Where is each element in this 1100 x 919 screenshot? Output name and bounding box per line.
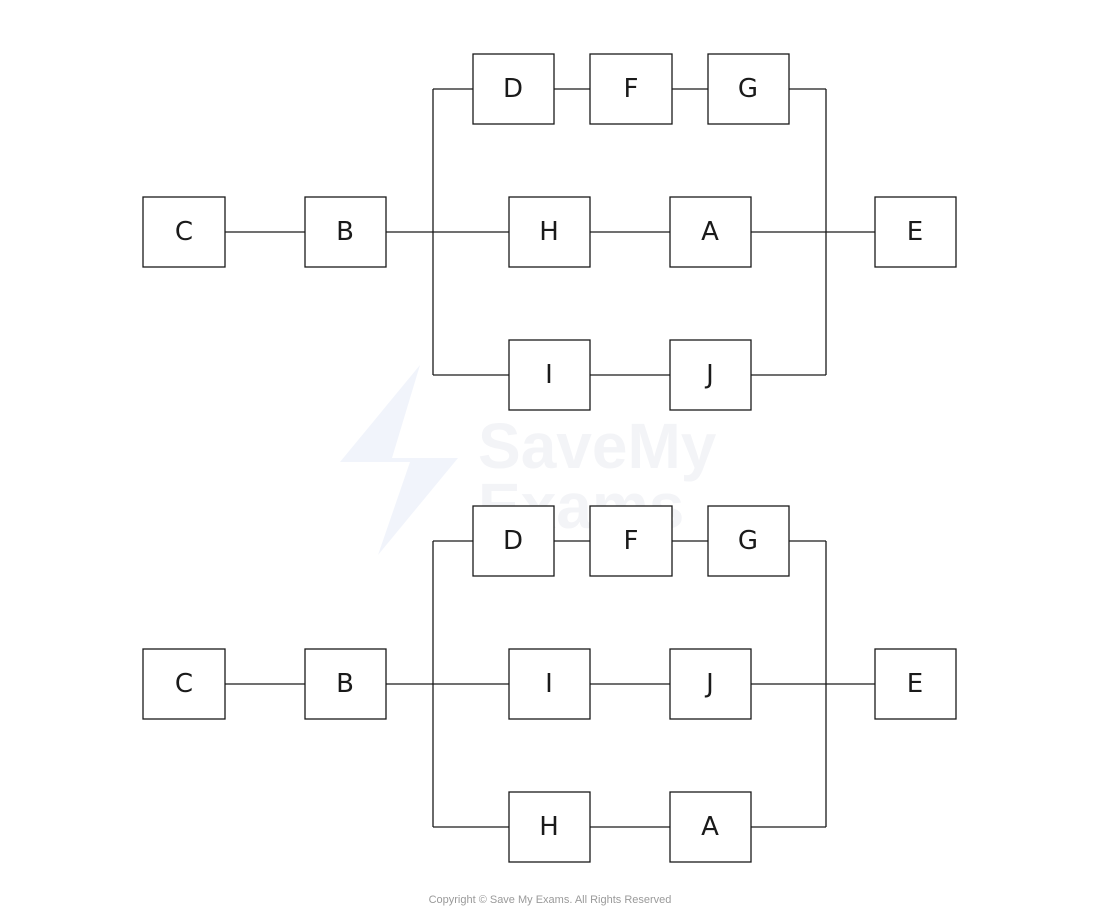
diagram-wiring [225, 88, 875, 828]
node-label: I [545, 360, 553, 390]
diagram-2: C B D F G I J H [142, 505, 957, 863]
node-d2-start-2: B [304, 648, 387, 720]
node-label: I [545, 669, 553, 699]
node-d2-branch-2-2: J [669, 648, 752, 720]
node-d2-branch-1-1: D [472, 505, 555, 577]
node-label: F [624, 74, 639, 104]
node-label: G [738, 526, 758, 556]
node-label: B [336, 669, 354, 699]
node-d1-branch-2-1: H [508, 196, 591, 268]
node-d1-branch-3-2: J [669, 339, 752, 411]
node-d1-branch-1-3: G [707, 53, 790, 125]
node-d1-end: E [874, 196, 957, 268]
node-d1-branch-3-1: I [508, 339, 591, 411]
node-d2-branch-2-1: I [508, 648, 591, 720]
node-d2-start-1: C [142, 648, 226, 720]
node-label: F [624, 526, 639, 556]
node-d1-start-1: C [142, 196, 226, 268]
node-label: E [907, 217, 923, 247]
copyright-footer: Copyright © Save My Exams. All Rights Re… [428, 894, 672, 906]
node-d2-end: E [874, 648, 957, 720]
lightning-bolt-icon [340, 365, 458, 555]
node-d1-branch-1-1: D [472, 53, 555, 125]
node-label: J [704, 669, 714, 699]
node-label: C [175, 217, 193, 247]
node-d2-branch-1-2: F [589, 505, 673, 577]
node-label: D [503, 526, 523, 556]
node-label: A [701, 812, 719, 842]
node-d2-branch-1-3: G [707, 505, 790, 577]
node-label: A [701, 217, 719, 247]
node-label: D [503, 74, 523, 104]
node-label: H [539, 217, 559, 247]
node-label: B [336, 217, 354, 247]
diagram-1: C B D F G H A I [142, 53, 957, 411]
node-d2-branch-3-2: A [669, 791, 752, 863]
node-d1-start-2: B [304, 196, 387, 268]
node-d2-branch-3-1: H [508, 791, 591, 863]
node-label: C [175, 669, 193, 699]
node-label: E [907, 669, 923, 699]
node-label: H [539, 812, 559, 842]
node-d1-branch-1-2: F [589, 53, 673, 125]
node-label: G [738, 74, 758, 104]
node-d1-branch-2-2: A [669, 196, 752, 268]
watermark-line-1: SaveMy [478, 410, 717, 482]
node-label: J [704, 360, 714, 390]
